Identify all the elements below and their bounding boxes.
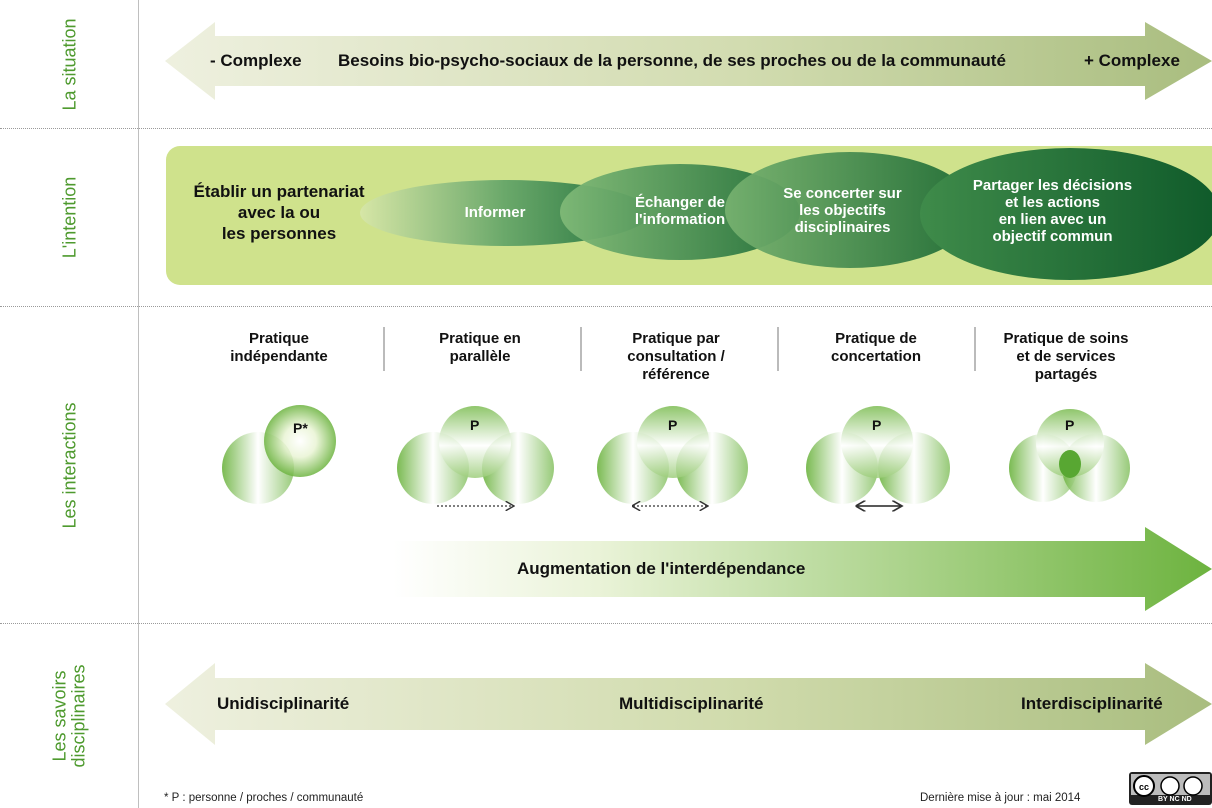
interdependance-arrow: [393, 527, 1212, 611]
practice-title: Pratique de concertation: [830, 330, 921, 365]
situation-arrow: [165, 22, 1212, 100]
venn-concertation: [806, 406, 950, 506]
situation-center-label: Besoins bio-psycho-sociaux de la personn…: [338, 51, 1006, 70]
stage-partager: Partager les décisions et les actions en…: [972, 177, 1133, 245]
stage-concerter: Se concerter sur les objectifs disciplin…: [783, 185, 902, 236]
savoirs-left-label: Unidisciplinarité: [217, 694, 350, 713]
label-column-divider: [138, 0, 139, 808]
savoirs-right-label: Interdisciplinarité: [1021, 694, 1163, 713]
venn-independante: [222, 405, 336, 504]
ellipse-concerter: [725, 152, 975, 268]
stage-echanger: Échanger de l'information: [634, 194, 726, 228]
p-label: P: [872, 417, 882, 433]
row-label-text: Les interactions: [59, 401, 80, 529]
situation-left-label: - Complexe: [210, 51, 302, 70]
license-text: BY NC ND: [1158, 796, 1192, 803]
row-label-text: Les savoirs disciplinaires: [49, 664, 89, 768]
venn-consultation: [597, 406, 748, 506]
situation-right-label: + Complexe: [1084, 51, 1180, 70]
p-label: P: [1065, 417, 1075, 433]
p-label: P: [668, 417, 678, 433]
row-label-text: L'intention: [59, 176, 80, 259]
svg-text:cc: cc: [1139, 782, 1149, 792]
row-label-interactions: Les interactions: [0, 307, 140, 623]
p-label: P: [470, 417, 480, 433]
venn-partages: [1009, 409, 1130, 502]
cc-license-badge: cc: [1129, 772, 1212, 805]
p-label: P*: [293, 420, 308, 436]
practice-title: Pratique de soins et de services partagé…: [1003, 330, 1129, 383]
row-label-text: La situation: [59, 17, 80, 111]
intention-goal: Établir un partenariat avec la ou les pe…: [193, 182, 365, 243]
savoirs-arrow: [165, 663, 1212, 745]
footnote: * P : personne / proches / communauté: [164, 792, 364, 804]
last-updated: Dernière mise à jour : mai 2014: [920, 792, 1081, 804]
interdependance-label: Augmentation de l'interdépendance: [517, 559, 806, 578]
row-divider: [0, 623, 1212, 624]
row-label-situation: La situation: [0, 0, 140, 128]
practice-title: Pratique indépendante: [230, 330, 328, 365]
savoirs-center-label: Multidisciplinarité: [619, 694, 764, 713]
ellipse-partager: [920, 148, 1212, 280]
row-label-intention: L'intention: [0, 129, 140, 306]
row-divider: [0, 128, 1212, 129]
practice-title: Pratique en parallèle: [439, 330, 521, 365]
venn-parallele: [397, 406, 554, 506]
row-divider: [0, 306, 1212, 307]
row-label-savoirs: Les savoirs disciplinaires: [0, 624, 140, 808]
stage-informer: Informer: [464, 204, 526, 221]
practice-title: Pratique par consultation / référence: [627, 330, 725, 383]
